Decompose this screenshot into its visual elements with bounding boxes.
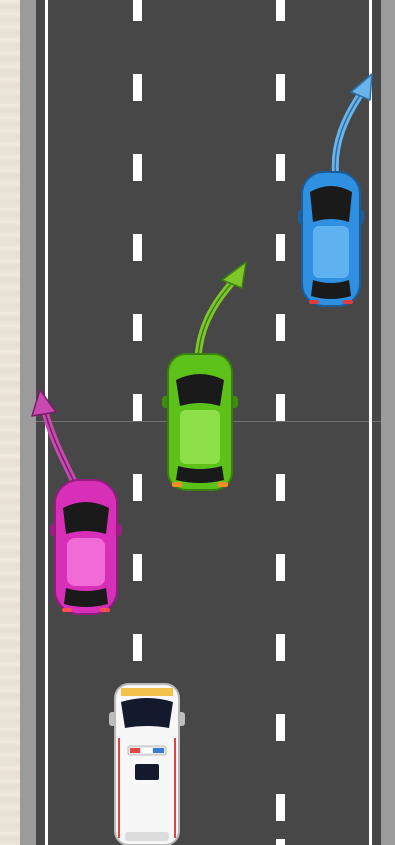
blue-car [293, 170, 369, 310]
pink-car-windshield [63, 502, 109, 534]
blue-car-path-arrow [316, 66, 386, 186]
green-car-roof [180, 410, 220, 464]
left-roadside [0, 0, 20, 845]
pink-car-roof [67, 538, 105, 586]
green-car-taillight-right [218, 482, 228, 487]
ambulance-windshield [121, 698, 173, 728]
ambulance-light-white [141, 748, 152, 753]
pink-car [50, 478, 122, 618]
green-car-taillight-left [172, 482, 182, 487]
blue-car-taillight-right [343, 300, 353, 304]
green-car-path-arrow [186, 256, 256, 366]
green-car-windshield [176, 374, 224, 406]
ambulance-light-red [130, 748, 140, 753]
ambulance-rear-bumper [125, 832, 169, 841]
ambulance-front-bumper [121, 688, 173, 696]
ambulance-roof-hatch [135, 764, 159, 780]
pink-car-taillight-right [100, 608, 110, 612]
blue-car-roof [313, 226, 349, 278]
blue-car-windshield [310, 186, 352, 222]
pink-car-taillight-left [62, 608, 72, 612]
ambulance-light-blue [153, 748, 164, 753]
green-car [160, 352, 240, 494]
lane-divider-right [276, 0, 285, 845]
ambulance [107, 682, 187, 845]
blue-car-taillight-left [309, 300, 319, 304]
